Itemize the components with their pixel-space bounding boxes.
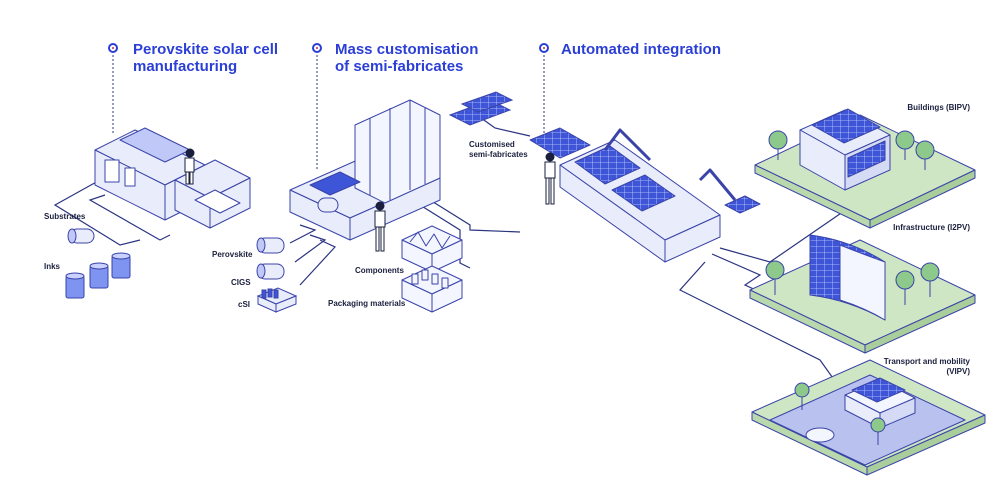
- worker-stage-2: [374, 201, 386, 252]
- stage-2-title: Mass customisation of semi-fabricates: [335, 41, 478, 75]
- label-transport-line2: (VIPV): [946, 367, 970, 376]
- label-infrastructure-i2pv: Infrastructure (I2PV): [893, 223, 970, 232]
- label-cigs: CIGS: [231, 278, 251, 287]
- material-rolls: [256, 237, 298, 313]
- stage-1-title-line2: manufacturing: [133, 58, 238, 75]
- label-transport-vipv: Transport and mobility (VIPV): [884, 357, 970, 377]
- worker-stage-3: [544, 152, 556, 205]
- substrate-roll: [67, 228, 95, 244]
- label-packaging-materials: Packaging materials: [328, 299, 406, 308]
- label-customised-semi-fabricates: Customised semi-fabricates: [469, 140, 528, 160]
- label-transport-line1: Transport and mobility: [883, 357, 970, 366]
- stage-3-title-line1: Automated integration: [561, 41, 721, 58]
- stage-1-title-line1: Perovskite solar cell: [133, 41, 279, 58]
- stage-leader-lines: [112, 55, 545, 170]
- label-components: Components: [355, 266, 404, 275]
- label-csi: cSI: [238, 300, 251, 309]
- customisation-machine: [289, 99, 441, 241]
- infrastructure-scene: [749, 234, 976, 354]
- transport-scene: [751, 359, 986, 476]
- stage-3-marker-icon: [539, 43, 549, 53]
- component-boxes: [401, 225, 463, 313]
- label-substrates: Substrates: [44, 212, 86, 221]
- stage-2-title-line2: of semi-fabricates: [335, 58, 464, 75]
- label-perovskite: Perovskite: [212, 250, 253, 259]
- stage-2-marker-icon: [312, 43, 322, 53]
- buildings-scene: [754, 108, 976, 229]
- label-inks: Inks: [44, 262, 61, 271]
- stage-1-title: Perovskite solar cell manufacturing: [133, 41, 278, 75]
- perovskite-manufacturing-machine: [94, 127, 251, 229]
- ink-barrels: [65, 252, 131, 299]
- integration-line: [529, 127, 761, 263]
- semi-fabricate-panels: [448, 91, 514, 126]
- label-customised-line1: Customised: [469, 140, 515, 149]
- label-buildings-bipv: Buildings (BIPV): [907, 103, 970, 112]
- stage-2-title-line1: Mass customisation: [335, 41, 479, 58]
- stage-3-title: Automated integration: [561, 41, 721, 58]
- worker-stage-1: [184, 148, 195, 185]
- stage-1-marker-icon: [108, 43, 118, 53]
- label-customised-line2: semi-fabricates: [469, 150, 528, 159]
